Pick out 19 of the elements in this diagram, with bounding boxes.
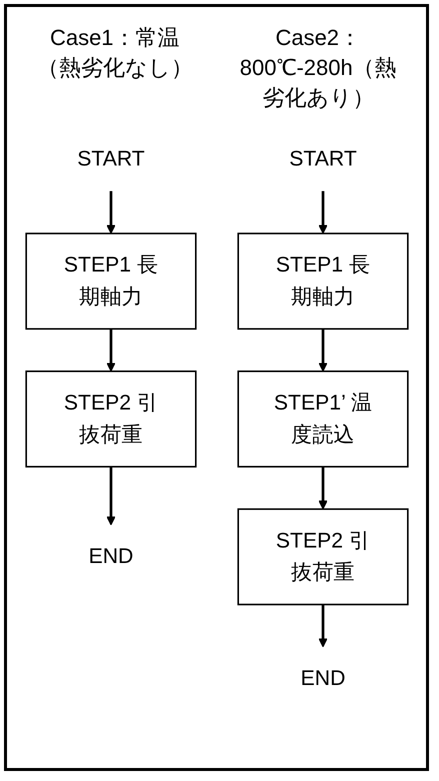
node-box: [236, 232, 408, 330]
node-box: [24, 232, 196, 330]
node-box: [24, 370, 196, 468]
node-text: START: [288, 148, 356, 171]
node-text: END: [300, 667, 345, 690]
arrow: [318, 466, 328, 510]
arrow: [318, 604, 328, 648]
node-box: [236, 508, 408, 606]
node-text: END: [88, 545, 133, 568]
frame-border: Case1：常温（熱劣化なし） Case2：800℃-280h（熱劣化あり） START STEP1 長期軸力 STEP2 引抜荷重 END START STEP1 長期軸力 STEP1’ 温度読込 STEP2 引抜荷重 END: [4, 4, 429, 771]
column-heading: Case1：常温（熱劣化なし）: [36, 24, 194, 82]
arrow: [318, 191, 328, 234]
arrow: [318, 328, 328, 372]
node-text: START: [76, 148, 144, 171]
arrow: [106, 466, 116, 526]
column-heading: Case2：800℃-280h（熱劣化あり）: [238, 24, 398, 112]
arrow: [106, 191, 116, 234]
arrow: [106, 328, 116, 372]
node-box: [236, 370, 408, 468]
